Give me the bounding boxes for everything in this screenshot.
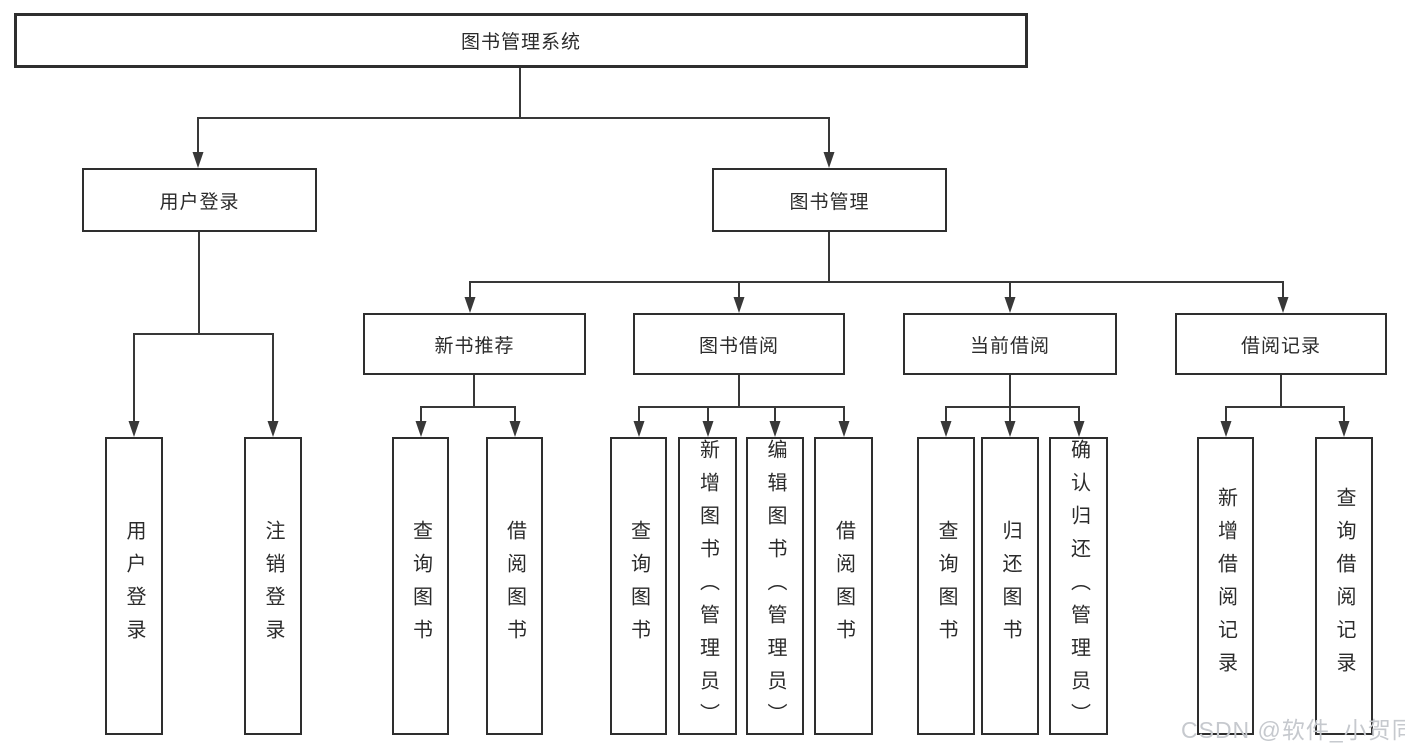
node-user-login-label: 用户登录 bbox=[159, 191, 240, 213]
node-m3-return-books-label: 归还图书 bbox=[999, 520, 1021, 652]
node-m3-query-books-label: 查询图书 bbox=[935, 520, 957, 652]
node-m2-add-books-admin-label: 新增图书（管理员） bbox=[696, 439, 719, 736]
node-m4-add-borrow-record-label: 新增借阅记录 bbox=[1214, 487, 1237, 685]
node-m4-add-borrow-record: 新增借阅记录 bbox=[1197, 437, 1254, 735]
node-m1-borrow-books: 借阅图书 bbox=[486, 437, 543, 735]
node-m2-edit-books-admin: 编辑图书（管理员） bbox=[746, 437, 804, 736]
node-m2-borrow-books: 借阅图书 bbox=[814, 437, 873, 735]
node-m2-query-books: 查询图书 bbox=[610, 437, 667, 735]
node-current-borrow: 当前借阅 bbox=[903, 313, 1117, 375]
node-m1-query-books: 查询图书 bbox=[392, 437, 449, 735]
node-user-login-leaf-label: 用户登录 bbox=[123, 520, 145, 652]
node-library-system: 图书管理系统 bbox=[14, 13, 1028, 68]
node-m2-query-books-label: 查询图书 bbox=[627, 520, 650, 652]
node-logout-leaf: 注销登录 bbox=[244, 437, 302, 735]
node-book-management: 图书管理 bbox=[712, 168, 947, 232]
node-library-system-label: 图书管理系统 bbox=[460, 32, 581, 53]
node-borrow-records-label: 借阅记录 bbox=[1240, 335, 1321, 357]
node-user-login-leaf: 用户登录 bbox=[105, 437, 163, 735]
node-m4-query-borrow-record-label: 查询借阅记录 bbox=[1333, 487, 1355, 685]
node-m3-confirm-return-admin-label: 确认归还（管理员） bbox=[1067, 439, 1090, 736]
node-borrow-records: 借阅记录 bbox=[1175, 313, 1387, 375]
node-user-login: 用户登录 bbox=[82, 168, 317, 232]
arrowheads bbox=[128, 152, 1350, 437]
node-m2-borrow-books-label: 借阅图书 bbox=[832, 520, 855, 652]
node-book-management-label: 图书管理 bbox=[789, 191, 870, 213]
node-book-borrow-label: 图书借阅 bbox=[698, 335, 779, 357]
node-m1-query-books-label: 查询图书 bbox=[409, 520, 432, 652]
node-book-borrow: 图书借阅 bbox=[633, 313, 845, 375]
node-current-borrow-label: 当前借阅 bbox=[969, 335, 1050, 357]
watermark: CSDN @软件_小贺同学 bbox=[1181, 717, 1405, 743]
node-m3-return-books: 归还图书 bbox=[981, 437, 1039, 735]
node-m3-confirm-return-admin: 确认归还（管理员） bbox=[1049, 437, 1108, 736]
node-logout-leaf-label: 注销登录 bbox=[262, 520, 284, 652]
node-m1-borrow-books-label: 借阅图书 bbox=[503, 520, 526, 652]
node-new-book-recommend-label: 新书推荐 bbox=[434, 335, 515, 357]
node-m4-query-borrow-record: 查询借阅记录 bbox=[1315, 437, 1373, 735]
node-m3-query-books: 查询图书 bbox=[917, 437, 975, 735]
node-m2-edit-books-admin-label: 编辑图书（管理员） bbox=[764, 439, 786, 736]
node-m2-add-books-admin: 新增图书（管理员） bbox=[678, 437, 737, 736]
node-new-book-recommend: 新书推荐 bbox=[363, 313, 586, 375]
